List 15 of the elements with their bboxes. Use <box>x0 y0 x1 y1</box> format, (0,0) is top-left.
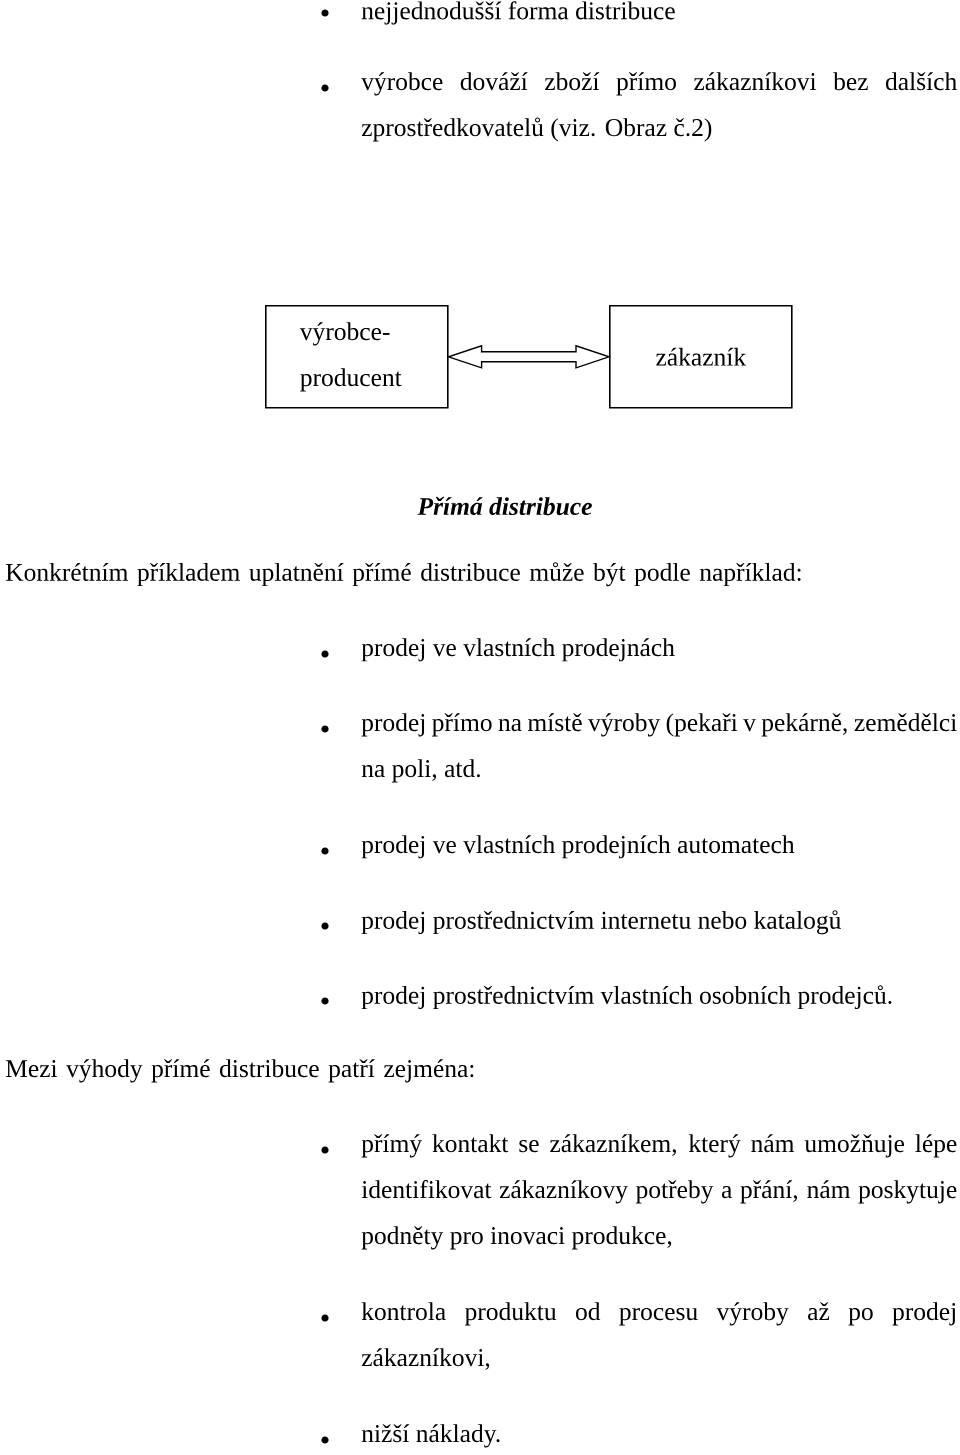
paragraph: Mezi výhody přímé distribuce patří zejména: <box>5 1059 474 1083</box>
caption: Přímá distribuce <box>417 496 592 516</box>
list-item: prodej přímo na místě výroby (pekaři v pekárně, zemědělci na poli, atd. <box>361 713 957 783</box>
list-item: prodej ve vlastních prodejnách <box>361 638 675 662</box>
list-item: výrobce dováží zboží přímo zákazníkovi bez dalších zprostředkovatelů (viz. Obraz č.2) <box>361 72 957 142</box>
list-item: kontrola produktu od procesu výroby až po prodej zákazníkovi, <box>361 1302 955 1370</box>
list-item: prodej prostřednictvím internetu nebo katalogů <box>361 910 841 935</box>
paragraph: Konkrétním příkladem uplatnění přímé distribuce může být podle například: <box>5 562 801 587</box>
list-item: prodej ve vlastních prodejních automatech <box>361 835 795 859</box>
process-box: výrobce- producent <box>265 305 449 409</box>
list-item: nejjednodušší forma distribuce <box>361 1 675 25</box>
list-item: prodej prostřednictvím vlastních osobních prodejců. <box>361 985 892 1010</box>
list-item: nižší náklady. <box>361 1424 500 1448</box>
process-box: zákazník <box>609 305 793 409</box>
list-item: přímý kontakt se zákazníkem, který nám umožňuje lépe identifikovat zákazníkovy potřeby a přání, nám poskytuje podněty pro inovaci produkce, <box>361 1134 957 1250</box>
